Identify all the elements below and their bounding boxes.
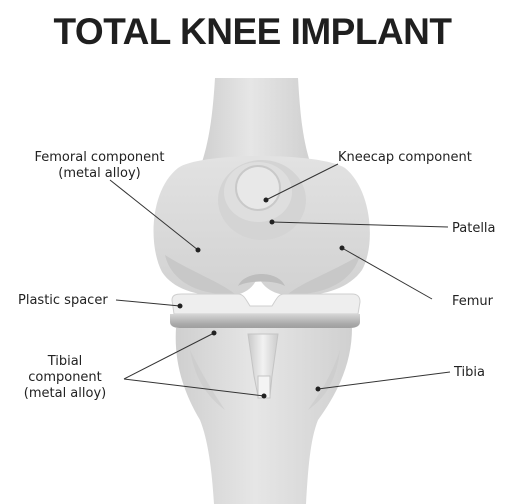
label-femoral-component: Femoral component (metal alloy)	[12, 150, 187, 182]
label-plastic-spacer: Plastic spacer	[18, 293, 108, 309]
label-tibial-line2: component	[14, 370, 116, 386]
label-kneecap-component: Kneecap component	[338, 150, 472, 166]
label-femoral-line1: Femoral component	[12, 150, 187, 166]
label-tibial-component: Tibial component (metal alloy)	[14, 354, 116, 402]
label-patella: Patella	[452, 221, 496, 237]
label-tibial-line1: Tibial	[14, 354, 116, 370]
femur-shaft	[200, 78, 312, 168]
kneecap-component	[236, 166, 280, 210]
label-tibia: Tibia	[454, 365, 485, 381]
leader-spacer	[116, 300, 180, 306]
label-femoral-line2: (metal alloy)	[12, 166, 187, 182]
label-tibial-line3: (metal alloy)	[14, 386, 116, 402]
label-femur: Femur	[452, 294, 493, 310]
plastic-spacer	[172, 294, 360, 314]
